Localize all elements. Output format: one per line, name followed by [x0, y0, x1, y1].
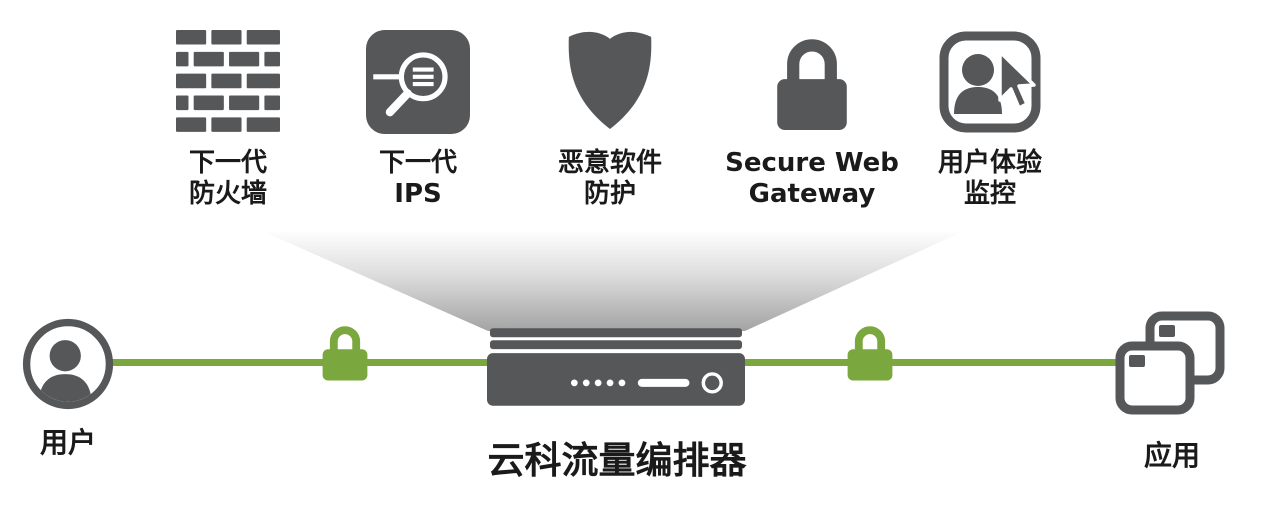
ips-magnifier-icon: [366, 30, 470, 134]
user-experience-icon: [870, 18, 1110, 134]
apps-node: [1112, 310, 1228, 426]
secure-web-lock-icon: [777, 39, 847, 130]
orchestrator-title: 云科流量编排器: [487, 439, 747, 482]
user-icon: [22, 318, 114, 410]
service-next-gen-firewall: 下一代 防火墙: [108, 18, 348, 210]
malware-shield-icon: [568, 31, 652, 130]
label-line: 下一代: [378, 148, 457, 178]
label-line: 用户体验: [937, 148, 1042, 178]
funnel-beam: [262, 231, 964, 331]
malware-shield-icon: [490, 18, 730, 134]
ssl-lock-right: [842, 321, 898, 387]
label-line: 监控: [963, 179, 1016, 210]
padlock-icon: [847, 326, 893, 381]
label-line: IPS: [394, 179, 442, 210]
user-experience-icon: [939, 31, 1041, 133]
user-label: 用户: [39, 426, 97, 459]
service-label-secure-web-gateway: Secure Web Gateway: [692, 148, 932, 210]
apps-label: 应用: [1143, 439, 1201, 472]
service-label-next-gen-ips: 下一代 IPS: [298, 148, 538, 210]
service-label-next-gen-firewall: 下一代 防火墙: [108, 148, 348, 210]
firewall-bricks-icon: [108, 18, 348, 134]
ssl-lock-left: [317, 321, 373, 387]
label-line: Secure Web: [725, 148, 899, 178]
secure-web-lock-icon: [692, 18, 932, 134]
service-malware-protection: 恶意软件 防护: [490, 18, 730, 210]
user-node: [22, 318, 114, 414]
service-label-malware-protection: 恶意软件 防护: [490, 148, 730, 210]
apps-icon: [1115, 311, 1225, 415]
label-line: 下一代: [188, 148, 267, 178]
label-line: 防火墙: [188, 179, 267, 210]
label-line: Gateway: [748, 179, 876, 210]
appliance-icon: [487, 328, 745, 406]
firewall-bricks-icon: [176, 30, 280, 132]
service-user-experience-monitoring: 用户体验 监控: [870, 18, 1110, 210]
service-secure-web-gateway: Secure Web Gateway: [692, 18, 932, 210]
service-next-gen-ips: 下一代 IPS: [298, 18, 538, 210]
orchestrator-appliance: [487, 328, 745, 410]
padlock-icon: [322, 326, 368, 381]
ips-magnifier-icon: [298, 18, 538, 134]
label-line: 恶意软件: [557, 148, 662, 178]
service-label-user-experience-monitoring: 用户体验 监控: [870, 148, 1110, 210]
label-line: 防护: [583, 179, 636, 210]
